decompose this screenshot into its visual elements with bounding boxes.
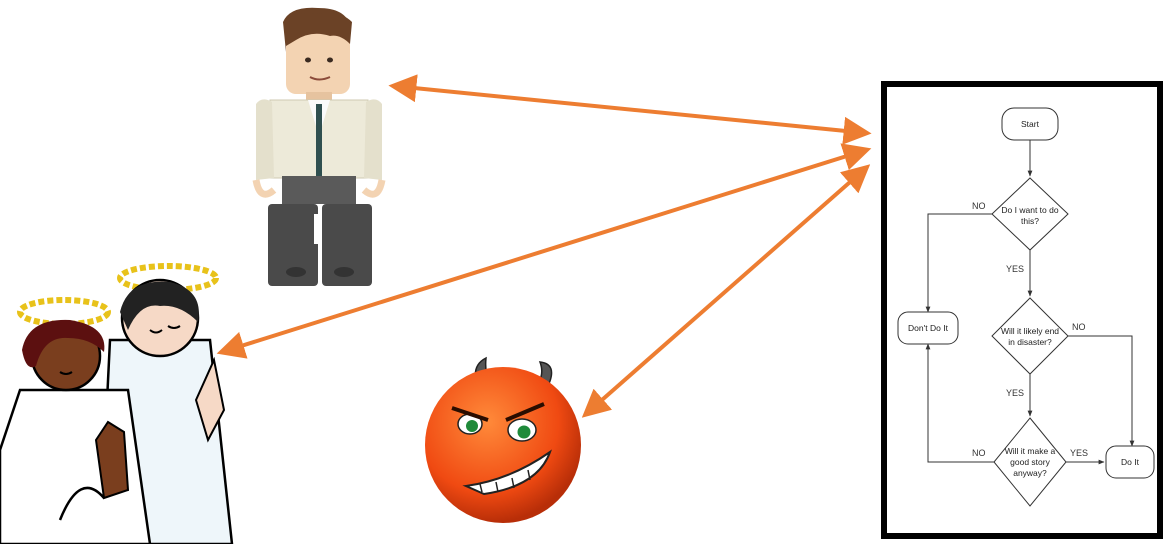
arrow-devil-flowchart (586, 168, 866, 414)
flow-doit: Do It (1121, 457, 1140, 467)
flow-q3-line2: good story (1010, 457, 1050, 467)
flow-label-no1: NO (972, 201, 986, 211)
flow-label-yes1: YES (1006, 264, 1024, 274)
praying-angels-figure (0, 266, 232, 544)
flow-label-yes3: YES (1070, 448, 1088, 458)
lego-businessman-figure (256, 8, 382, 286)
flow-start: Start (1021, 119, 1040, 129)
flow-q1-line2: this? (1021, 216, 1039, 226)
flow-label-no3: NO (972, 448, 986, 458)
flow-q2-line2: in disaster? (1008, 337, 1052, 347)
flow-q2-line1: Will it likely end (1001, 326, 1059, 336)
flow-label-yes2: YES (1006, 388, 1024, 398)
flow-q1-line1: Do I want to do (1001, 205, 1058, 215)
arrow-person-flowchart (394, 86, 866, 133)
flowchart-panel: Start Do I want to do this? Will it like… (884, 84, 1160, 536)
devil-smiley-figure (425, 358, 581, 523)
flow-q3-line1: Will it make a (1005, 446, 1056, 456)
flow-q3-line3: anyway? (1013, 468, 1047, 478)
flow-dont: Don't Do It (908, 323, 949, 333)
flow-label-no2: NO (1072, 322, 1086, 332)
